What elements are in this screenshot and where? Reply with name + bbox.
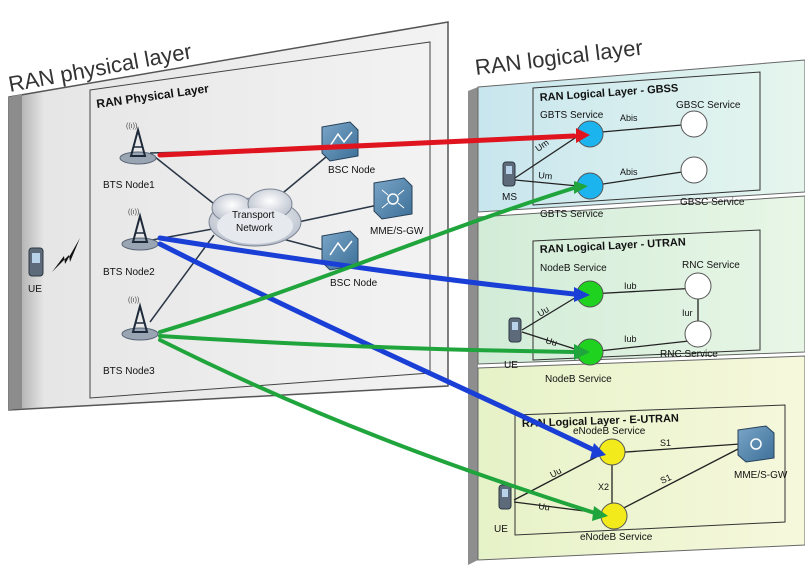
rnc-service-top-node xyxy=(684,272,712,300)
svg-text:((ı)): ((ı)) xyxy=(128,209,139,216)
nodeb-service-top-label: NodeB Service xyxy=(540,263,607,274)
ms-phone-icon xyxy=(502,161,516,187)
iub-label-bottom: Iub xyxy=(624,334,637,344)
arrow-bts3-to-gbts xyxy=(158,186,576,334)
arrow-bts2-to-nodeb xyxy=(157,235,577,297)
ue-label: UE xyxy=(28,284,42,295)
abis-label-bottom: Abis xyxy=(620,167,638,177)
rnc-service-bottom-node xyxy=(684,320,712,348)
uu-label-utran-bottom: Uu xyxy=(544,335,558,348)
utran-panel xyxy=(532,229,761,361)
bts-node1-tower-icon: ((ı)) xyxy=(119,123,157,165)
s1-label-top: S1 xyxy=(660,438,671,448)
bts-node1-label: BTS Node1 xyxy=(103,180,155,191)
ue-phone-icon xyxy=(28,247,44,277)
transport-label-2: Network xyxy=(236,223,274,234)
bts-node2-label: BTS Node2 xyxy=(103,267,155,278)
transport-network-cloud-icon xyxy=(208,188,302,247)
eutran-panel xyxy=(514,404,786,536)
mme-sgw-physical-icon xyxy=(373,177,413,220)
utran-ue-phone-icon xyxy=(508,317,522,343)
eutran-title: RAN Logical Layer - E-UTRAN xyxy=(522,413,679,430)
gbsc-service-bottom-node xyxy=(680,156,708,184)
s1-label-bottom: S1 xyxy=(659,472,673,486)
iub-label-top: Iub xyxy=(624,281,637,291)
cross-layer-arrows xyxy=(157,133,601,516)
eutran-ue-phone-icon xyxy=(498,484,512,510)
um-label-bottom: Um xyxy=(538,170,553,181)
mme-sgw-logical-label: MME/S-GW xyxy=(734,470,788,481)
utran-ue-label: UE xyxy=(504,360,518,371)
iur-label: Iur xyxy=(682,308,693,318)
svg-text:((ı)): ((ı)) xyxy=(126,123,137,130)
ms-label: MS xyxy=(502,192,517,203)
logical-layer-title: RAN logical layer xyxy=(474,35,645,80)
uu-label-eutran-bottom: Uu xyxy=(538,501,551,513)
wireless-bolt-icon xyxy=(52,238,80,272)
arrow-bts3-to-nodeb xyxy=(158,334,576,354)
bsc-node-top-icon xyxy=(321,121,359,162)
logical-layer-panels xyxy=(468,59,805,565)
enodeb-service-top-label: eNodeB Service xyxy=(573,426,646,437)
eutran-ue-label: UE xyxy=(494,524,508,535)
mme-sgw-physical-label: MME/S-GW xyxy=(370,226,424,237)
bts-node3-tower-icon: ((ı)) xyxy=(121,297,159,341)
bsc-node-bottom-label: BSC Node xyxy=(330,278,378,289)
arrow-heads xyxy=(574,128,608,521)
x2-label: X2 xyxy=(598,482,609,492)
gbts-service-top-label: GBTS Service xyxy=(540,110,604,121)
mme-sgw-logical-icon xyxy=(737,425,775,463)
gbsc-service-top-node xyxy=(680,110,708,138)
gbsc-service-bottom-label: GBSC Service xyxy=(680,197,745,208)
arrow-bts3-to-enodeb xyxy=(158,338,600,516)
svg-text:((ı)): ((ı)) xyxy=(128,297,139,304)
transport-label-1: Transport xyxy=(232,210,275,221)
nodeb-service-bottom-label: NodeB Service xyxy=(545,374,612,385)
gbts-service-bottom-label: GBTS Service xyxy=(540,209,604,220)
gbss-links xyxy=(514,124,683,187)
bsc-node-top-label: BSC Node xyxy=(328,165,376,176)
arrow-bts2-to-enodeb xyxy=(157,241,601,455)
bts-node2-tower-icon: ((ı)) xyxy=(121,209,159,251)
arrow-bts1-to-gbts xyxy=(157,133,577,158)
uu-label-eutran-top: Uu xyxy=(548,466,563,480)
rnc-service-top-label: RNC Service xyxy=(682,260,740,271)
bts-node3-label: BTS Node3 xyxy=(103,366,155,377)
enodeb-service-bottom-label: eNodeB Service xyxy=(580,532,653,543)
rnc-service-bottom-label: RNC Service xyxy=(660,349,718,360)
gbsc-service-top-label: GBSC Service xyxy=(676,100,741,111)
abis-label-top: Abis xyxy=(620,113,638,123)
